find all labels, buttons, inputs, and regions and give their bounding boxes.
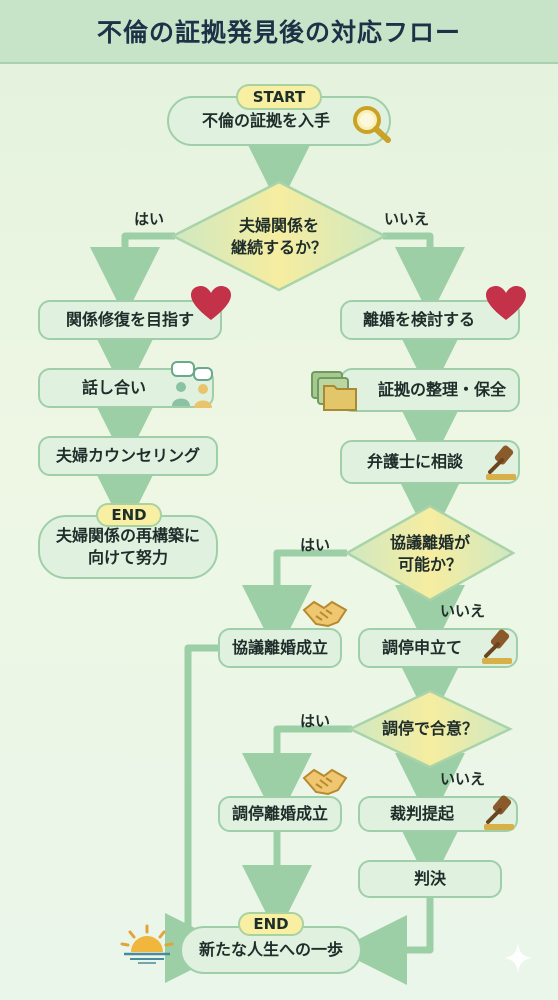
q3-text: 調停で合意？ — [366, 714, 494, 744]
hanketsu-label: 判決 — [413, 869, 446, 889]
q1-yes-label: はい — [134, 210, 165, 228]
q3-yes-label: はい — [300, 712, 331, 730]
right-step1-box: 離婚を検討する — [340, 300, 520, 340]
q2-yes-label: はい — [300, 536, 331, 554]
sunrise-icon — [120, 924, 174, 964]
q3-no-label: いいえ — [440, 770, 486, 788]
q3-label: 調停で合意？ — [381, 718, 478, 738]
left-step2-label: 話し合い — [81, 378, 146, 398]
kyougi-result-box: 協議離婚成立 — [218, 628, 342, 668]
right-step3-label: 弁護士に相談 — [366, 452, 463, 472]
start-label: 不倫の証拠を入手 — [201, 111, 330, 131]
left-step3-box: 夫婦カウンセリング — [38, 436, 218, 476]
choutei-result-box: 調停離婚成立 — [218, 796, 342, 832]
right-step2-box: 証拠の整理・保全 — [340, 368, 520, 412]
decision-diamond-q3 — [347, 689, 513, 769]
handshake-icon — [302, 600, 348, 628]
decision-diamond-q2 — [344, 504, 516, 602]
left-end-badge: END — [96, 503, 162, 527]
chat-people-icon — [171, 361, 213, 408]
q2-text: 協議離婚が 可能か？ — [375, 530, 485, 578]
final-label: 新たな人生への一歩 — [198, 940, 343, 960]
start-badge: START — [236, 84, 322, 110]
title-bar: 不倫の証拠発見後の対応フロー — [0, 0, 558, 64]
page-title: 不倫の証拠発見後の対応フロー — [96, 18, 461, 47]
heart-icon — [486, 286, 526, 320]
q1-no-label: いいえ — [384, 210, 430, 228]
hanketsu-box: 判決 — [358, 860, 502, 898]
left-step1-box: 関係修復を目指す — [38, 300, 222, 340]
choutei-step-label: 調停申立て — [381, 638, 462, 658]
final-badge: END — [238, 912, 304, 936]
q1-label: 夫婦関係を 継続するか？ — [230, 215, 327, 257]
right-step2-label: 証拠の整理・保全 — [377, 380, 506, 400]
gavel-icon — [484, 795, 514, 830]
gavel-icon — [486, 445, 516, 480]
magnifier-icon — [353, 106, 391, 143]
q2-label: 協議離婚が 可能か？ — [389, 532, 470, 574]
decision-diamond-q1 — [170, 180, 388, 292]
saiban-step-label: 裁判提起 — [389, 804, 454, 824]
handshake-icon — [302, 768, 348, 796]
left-end-label: 夫婦関係の再構築に 向けて努力 — [55, 526, 200, 567]
heart-icon — [191, 286, 231, 320]
choutei-result-label: 調停離婚成立 — [231, 804, 328, 824]
right-step1-label: 離婚を検討する — [362, 310, 475, 330]
left-step1-label: 関係修復を目指す — [65, 310, 194, 330]
folder-icon — [311, 371, 357, 411]
kyougi-result-label: 協議離婚成立 — [231, 638, 328, 658]
q1-text: 夫婦関係を 継続するか？ — [203, 212, 355, 262]
gavel-icon — [482, 629, 512, 664]
right-step3-box: 弁護士に相談 — [340, 440, 520, 484]
q2-no-label: いいえ — [440, 602, 486, 620]
sparkle-icon — [504, 942, 532, 974]
left-step3-label: 夫婦カウンセリング — [55, 446, 200, 466]
